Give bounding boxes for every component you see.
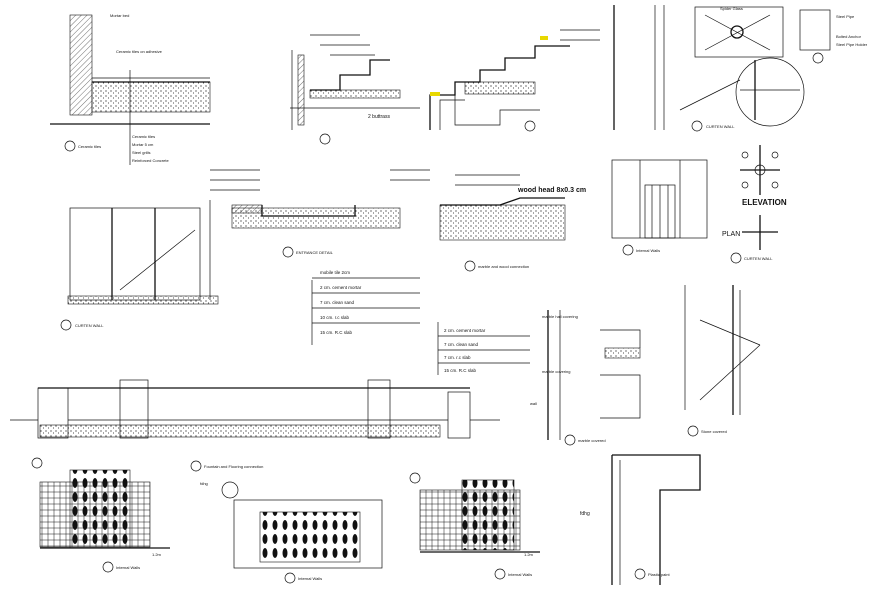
stone-cov-title: Stone covered [701, 429, 727, 434]
detail-floor-section: Mortar bed Ceramic tiles on adhesive Cer… [50, 13, 211, 165]
detail-spider-elevation: ELEVATION PLAN CURTEN WALL [722, 145, 787, 264]
layer-table-a: mobile tile 2cm 2 cm. cement mortar 7 cm… [311, 270, 420, 345]
marble-note-low: wall [530, 401, 537, 406]
layer-a-4: 10 cm. r.c slab [320, 315, 350, 320]
detail-marker [691, 120, 703, 132]
detail-marker [687, 425, 699, 437]
detail-marker [60, 319, 72, 331]
floor-legend-2: Mortar 5 cm [132, 142, 154, 147]
step-note: 2 buttrass [368, 114, 390, 120]
internal-wall-1-title: Internal Walls [116, 565, 140, 570]
floor-note-2: Ceramic tiles on adhesive [116, 49, 163, 54]
layer-b-4: 15 cm. R.C slab [444, 368, 477, 373]
detail-marker [102, 561, 114, 573]
marble-wood-title: marble and wood connection [478, 264, 529, 269]
elevation-label: ELEVATION [742, 198, 787, 207]
plan-label: PLAN [722, 231, 740, 238]
curtain-left-title: CURTEN WALL [75, 323, 104, 328]
detail-stair-section [429, 29, 600, 132]
detail-marker [564, 434, 576, 446]
dim-mid: fdhg [200, 481, 208, 486]
layer-table-b: 2 cm. cement mortar 7 cm. clean sand 7 c… [437, 322, 530, 375]
floor-title: Ceramic tiles [78, 144, 101, 149]
floor-note-1: Mortar bed [110, 13, 129, 18]
layer-a-2: 2 cm. cement mortar [320, 285, 362, 290]
detail-marker [284, 572, 296, 584]
layer-b-2: 7 cm. clean sand [444, 342, 479, 347]
marble-note-top: marble hall covering [542, 314, 578, 319]
detail-internal-walls-3: Internal Walls 1.2m [409, 472, 540, 580]
detail-marker [634, 568, 646, 580]
detail-marker [319, 133, 331, 145]
callout-anchor: Bolted Anchor [836, 34, 862, 39]
marble-note-mid: marble covering [542, 369, 570, 374]
elevation-title: CURTEN WALL [744, 256, 773, 261]
callout-holder: Steel Pipe Holder [836, 42, 868, 47]
detail-marker [494, 568, 506, 580]
detail-internal-walls-1: Internal Walls 1.2m [31, 457, 170, 573]
floor-legend-3: Steel grills [132, 150, 150, 155]
plastic-side-note: fdhg [580, 511, 590, 517]
detail-marker [730, 252, 742, 264]
layer-a-3: 7 cm. clean sand [320, 300, 355, 305]
floor-legend-1: Ceramic tiles [132, 134, 155, 139]
detail-marker [464, 260, 476, 272]
detail-step-section: 2 buttrass [290, 34, 420, 145]
detail-marker [524, 120, 536, 132]
detail-marker [190, 460, 202, 472]
entrance-title: ENTRANCE DETAIL [296, 250, 334, 255]
detail-marker [622, 244, 634, 256]
callout-spider: Spider Glass [720, 6, 743, 11]
dim-left: 1.2m [152, 552, 162, 557]
dim-right: 1.2m [524, 552, 534, 557]
detail-marker [64, 140, 76, 152]
detail-curtain-wall-left: CURTEN WALL [60, 200, 219, 331]
yellow-highlight [540, 36, 548, 40]
plastic-paint-title: Plastic paint [648, 572, 670, 577]
marble-cov-title: marble covered [578, 438, 606, 443]
detail-internal-walls-2: Internal Walls fdhg [200, 481, 383, 584]
internal-wall-3-title: Internal Walls [508, 572, 532, 577]
layer-b-3: 7 cm. r.c slab [444, 355, 471, 360]
detail-plastic-paint: fdhg Plastic paint [580, 454, 701, 585]
detail-marker [31, 457, 43, 469]
callout-pipe: Steel Pipe [836, 14, 855, 19]
detail-stone-covered: Stone covered [684, 285, 761, 437]
detail-curtain-wall-top: Spider Glass Steel Pipe Bolted Anchor St… [613, 5, 868, 132]
detail-marble-covered: marble hall covering marble covering wal… [530, 310, 641, 446]
layer-a-5: 15 cm. R.C slab [320, 330, 353, 335]
internal-wall-top-title: Internal Walls [636, 248, 660, 253]
detail-internal-wall-top: Internal Walls [611, 159, 708, 256]
fountain-title: Fountain and Flooring connection [204, 464, 263, 469]
layer-a-1: mobile tile 2cm [320, 270, 350, 275]
internal-wall-2-title: Internal Walls [298, 576, 322, 581]
wood-label: wood head 8x0.3 cm [517, 187, 586, 194]
detail-fountain: Fountain and Flooring connection [10, 379, 500, 472]
detail-marble-wood: wood head 8x0.3 cm marble and wood conne… [439, 174, 586, 272]
detail-marker [282, 246, 294, 258]
layer-b-1: 2 cm. cement mortar [444, 328, 486, 333]
detail-marker [221, 481, 239, 499]
detail-marker [409, 472, 421, 484]
floor-legend-4: Reinforced Concrete [132, 158, 169, 163]
detail-entrance: ENTRANCE DETAIL [210, 169, 430, 258]
yellow-highlight [430, 92, 440, 96]
curtain-top-title: CURTEN WALL [706, 124, 735, 129]
